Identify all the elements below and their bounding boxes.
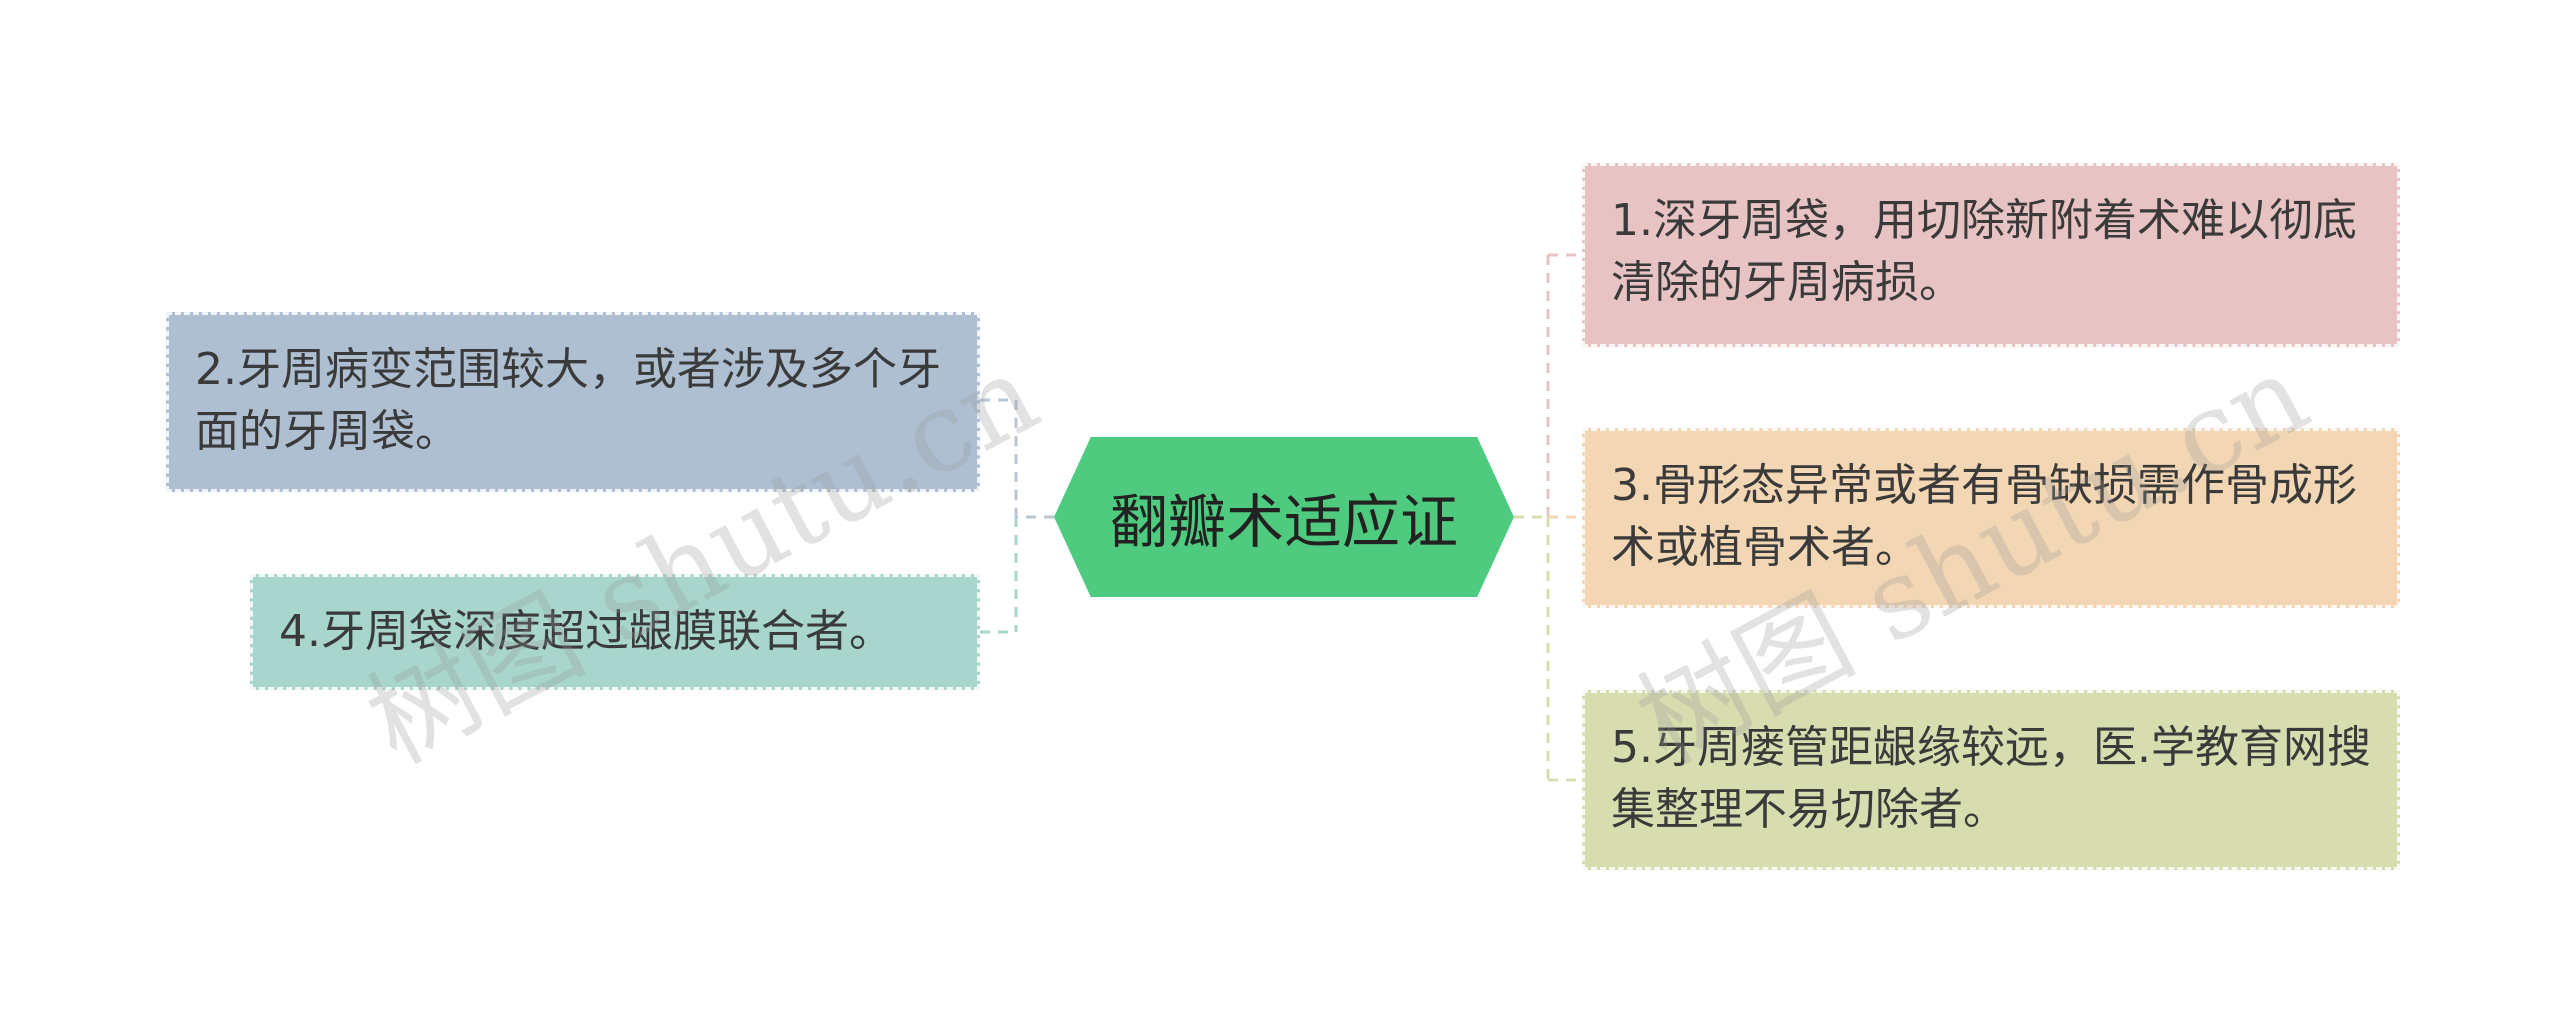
center-node[interactable]: 翻瓣术适应证 <box>1109 488 1458 556</box>
branch-node-left-1[interactable]: 2.牙周病变范围较大，或者涉及多个牙面的牙周袋。 <box>166 312 980 492</box>
branch-node-right-3[interactable]: 5.牙周瘘管距龈缘较远，医.学教育网搜集整理不易切除者。 <box>1582 690 2400 870</box>
connector-right-3 <box>1546 517 1582 782</box>
center-node-shape <box>1054 437 1514 597</box>
branch-node-left-2[interactable]: 4.牙周袋深度超过龈膜联合者。 <box>250 574 980 690</box>
connector-left-1 <box>980 398 1054 519</box>
connector-left-2 <box>980 517 1018 634</box>
connector-right-1 <box>1546 253 1582 517</box>
branch-node-right-1[interactable]: 1.深牙周袋，用切除新附着术难以彻底清除的牙周病损。 <box>1582 163 2400 347</box>
branch-node-right-2[interactable]: 3.骨形态异常或者有骨缺损需作骨成形术或植骨术者。 <box>1582 428 2400 608</box>
